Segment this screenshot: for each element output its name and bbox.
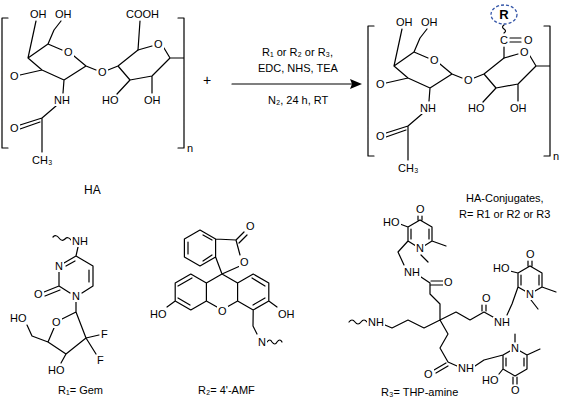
atom-label: HO: [47, 365, 66, 376]
atom-label: O: [239, 257, 250, 268]
atom-label: NH: [403, 267, 421, 278]
atom-label: HO: [492, 263, 511, 274]
atom-label: N: [71, 291, 81, 302]
atom-label: O: [9, 71, 20, 82]
atom-label: CH₃: [31, 155, 53, 166]
atom-label: O: [63, 47, 74, 58]
gem-bonds: [27, 236, 99, 363]
atom-label: COOH: [125, 9, 160, 20]
atom-label: HO: [9, 313, 28, 324]
atom-label: O: [443, 277, 454, 288]
substituent-name: R₃= THP-amine: [380, 387, 459, 398]
atom-label: O: [217, 306, 228, 317]
atom-label: N: [525, 289, 535, 300]
atom-label: OH: [143, 95, 162, 106]
atom-label: NH: [53, 95, 71, 106]
atom-label: O: [375, 131, 386, 142]
thp-bonds: [349, 216, 556, 384]
reaction-arrow-shaft: [232, 83, 352, 84]
atom-label: F: [100, 329, 109, 340]
atom-label: OH: [54, 9, 73, 20]
atom-label: O: [375, 79, 386, 90]
atom-label: O: [9, 123, 20, 134]
carboxyl-bond: [138, 21, 140, 50]
atom-label: O: [519, 47, 530, 58]
reagent-text: EDC, NHS, TEA: [257, 63, 339, 74]
atom-label: O: [423, 369, 434, 380]
substituent-name: R₁= Gem: [57, 385, 104, 396]
atom-label: O: [51, 317, 62, 328]
atom-label: HO: [101, 95, 120, 106]
substituent-circle: R: [490, 4, 518, 25]
plus-sign: +: [202, 73, 212, 87]
atom-label: NH: [493, 317, 511, 328]
atom-label: O: [525, 249, 536, 260]
ha-repeat-unit: [2, 18, 184, 152]
ha-bonds: [2, 18, 184, 152]
atom-label: OH: [277, 309, 296, 320]
atom-label: NH: [419, 103, 437, 114]
atom-label: OH: [509, 103, 528, 114]
atom-label: O: [523, 35, 534, 46]
atom-label: O: [463, 75, 474, 86]
compound-name: HA: [83, 184, 102, 196]
amf-bonds: [167, 230, 282, 344]
atom-label: NH: [71, 236, 89, 247]
repeat-count: n: [186, 143, 194, 154]
atom-label: O: [153, 39, 164, 50]
atom-label: F: [96, 355, 105, 366]
atom-label: OH: [395, 17, 414, 28]
atom-label: HO: [382, 217, 401, 228]
atom-label: N: [415, 243, 425, 254]
reagent-text: R₁ or R₂ or R₃,: [261, 47, 334, 58]
ha-conjugate-unit: [368, 26, 550, 160]
atom-label: O: [510, 385, 521, 396]
atom-label: N: [510, 343, 520, 354]
atom-label: O: [33, 289, 44, 300]
atom-label: CH₃: [397, 163, 419, 174]
atom-label: O: [429, 55, 440, 66]
atom-label: C: [499, 35, 509, 46]
atom-label: HO: [149, 309, 168, 320]
substituent-name: R₂= 4'-AMF: [197, 385, 256, 396]
atom-label: O: [245, 221, 256, 232]
condition-text: N₂, 24 h, RT: [267, 95, 329, 106]
reaction-arrow-head: [350, 79, 362, 89]
dashed-outline: [491, 5, 517, 24]
compound-name: R= R1 or R2 or R3: [458, 209, 551, 220]
atom-label: N: [257, 337, 267, 348]
atom-label: NH: [367, 317, 385, 328]
atom-label: HO: [467, 103, 486, 114]
atom-label: HO: [481, 375, 500, 386]
repeat-count: n: [552, 151, 560, 162]
atom-label: O: [481, 293, 492, 304]
atom-label: O: [415, 204, 426, 215]
compound-name: HA-Conjugates,: [465, 193, 545, 204]
structures: [2, 18, 556, 384]
substituent-symbol: R: [490, 8, 518, 21]
atom-label: OH: [420, 17, 439, 28]
atom-label: NH: [457, 363, 475, 374]
atom-label: OH: [29, 9, 48, 20]
atom-label: O: [97, 67, 108, 78]
atom-label: N: [54, 261, 64, 272]
